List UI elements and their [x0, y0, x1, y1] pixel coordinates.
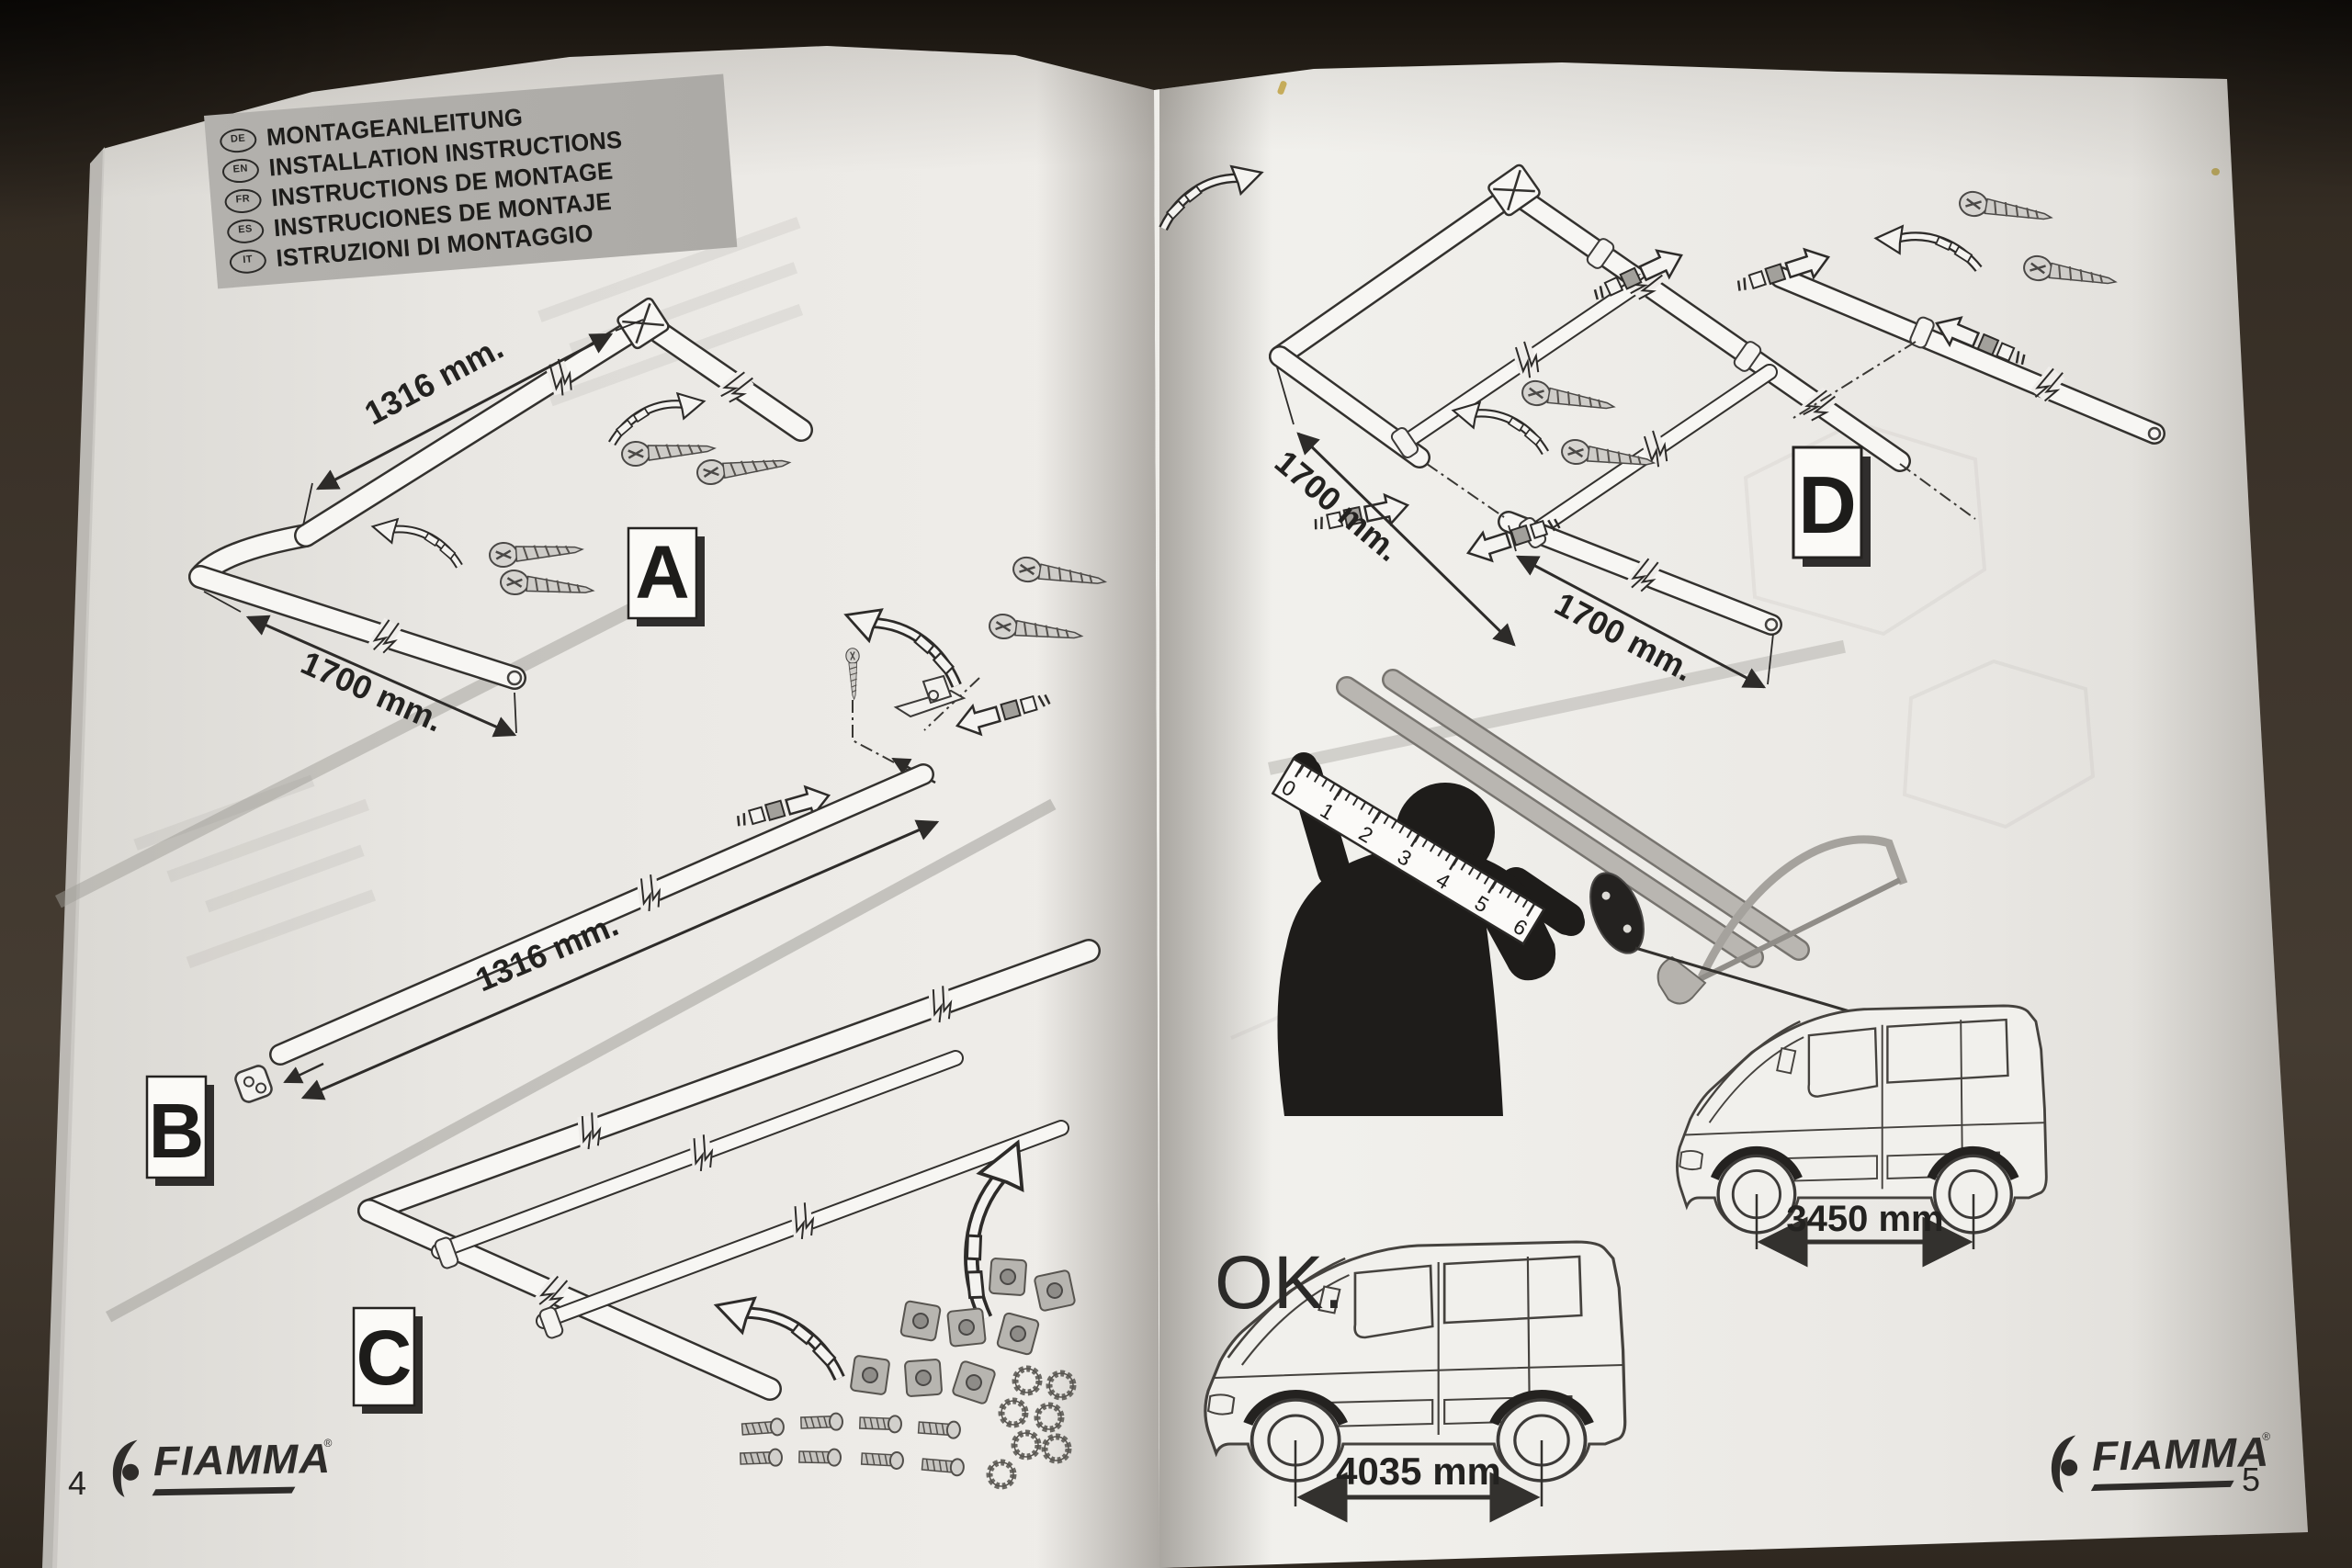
screw-icon	[487, 536, 584, 570]
cut-position-pointer	[1634, 946, 1866, 1018]
step-letter: D	[1798, 459, 1857, 550]
screw-icon	[1519, 378, 1618, 420]
rail-end-cap-piece	[234, 1065, 273, 1103]
clip-arrow-icon	[839, 605, 966, 686]
end-plate	[1589, 872, 1645, 954]
fiamma-logo-left: FIAMMA ®	[107, 1435, 333, 1499]
fiamma-icon	[112, 1439, 140, 1497]
label-box-d: D	[1792, 446, 1871, 567]
wheelbase-label: 4035 mm	[1336, 1450, 1501, 1493]
rack-corner-rails	[188, 315, 813, 690]
wheelbase-label: 3450 mm	[1786, 1199, 1943, 1239]
lang-badge-es: ES	[226, 217, 266, 244]
rail-end-cap	[2147, 426, 2162, 441]
clip-arrow-icon	[1159, 164, 1266, 228]
brand-underline	[152, 1486, 296, 1496]
lang-badge-fr: FR	[223, 186, 263, 214]
brand-name: FIAMMA	[153, 1434, 332, 1485]
lang-badge-de: DE	[219, 127, 258, 154]
bolts	[739, 1412, 966, 1477]
step-letter: C	[356, 1314, 413, 1401]
step-letter: B	[149, 1088, 205, 1174]
measure-and-cut: 0 1 2 3 4 5 6	[1271, 669, 1908, 1116]
dimension-b: 1316 mm.	[300, 819, 940, 1100]
fiamma-icon	[2051, 1435, 2078, 1493]
clip-arrow-icon	[1453, 402, 1545, 452]
clip-arrow-icon	[373, 519, 459, 566]
corner-foot-bracket	[893, 674, 967, 718]
endcap-detail	[732, 554, 1109, 838]
diagram-c: C	[352, 939, 1101, 1486]
debris-speck	[2211, 168, 2220, 175]
diagram-a: 1316 mm. 1700 mm. A	[188, 297, 813, 739]
alignment-dash-line	[852, 677, 980, 771]
brand-underline	[2090, 1480, 2234, 1492]
pointer-arrow	[283, 1062, 324, 1084]
diagram-d: 1700 mm. 1700 mm. D	[1159, 164, 2165, 689]
wheelbase-dim-long: 4035 mm	[1294, 1440, 1544, 1523]
screw-icon	[2020, 253, 2120, 295]
lang-badge-en: EN	[220, 156, 260, 185]
corner-bracket	[616, 297, 670, 350]
clip-arrow-icon	[1874, 217, 1978, 283]
hacksaw-icon	[1657, 835, 1908, 1005]
slide-arrow-icon	[952, 683, 1054, 741]
wheelbase-dim-short: 3450 mm	[1755, 1194, 1975, 1268]
label-box-c: C	[352, 1306, 423, 1414]
clip-arrow-icon	[612, 393, 704, 443]
lock-washers	[989, 1369, 1073, 1486]
screw-icon	[1956, 188, 2055, 231]
screw-icon	[619, 434, 717, 468]
screw-icon	[695, 449, 793, 487]
label-box-b: B	[145, 1075, 214, 1186]
page-number-right: 5	[2242, 1461, 2261, 1498]
ruler-icon: 0 1 2 3 4 5 6	[1271, 757, 1546, 946]
page-number-left: 4	[68, 1464, 87, 1502]
aluminium-tubes	[1336, 669, 1810, 968]
page-right-fold-shadow	[1159, 62, 1272, 1568]
screw-icon	[1010, 554, 1109, 595]
ok-label: OK.	[1215, 1241, 1344, 1325]
page-left-fold-shadow	[1036, 46, 1159, 1568]
screw-icon	[498, 568, 596, 604]
corner-bracket	[1487, 164, 1541, 217]
screw-icon	[844, 647, 862, 701]
page-right-top-shade	[1159, 62, 2308, 193]
dim-label: 1700 mm.	[1549, 584, 1700, 688]
fiamma-logo-right: FIAMMA ®	[2046, 1428, 2272, 1495]
label-box-a: A	[627, 526, 705, 626]
screw-icon	[987, 612, 1085, 649]
step-letter: A	[635, 531, 689, 615]
lang-badge-it: IT	[228, 247, 267, 275]
